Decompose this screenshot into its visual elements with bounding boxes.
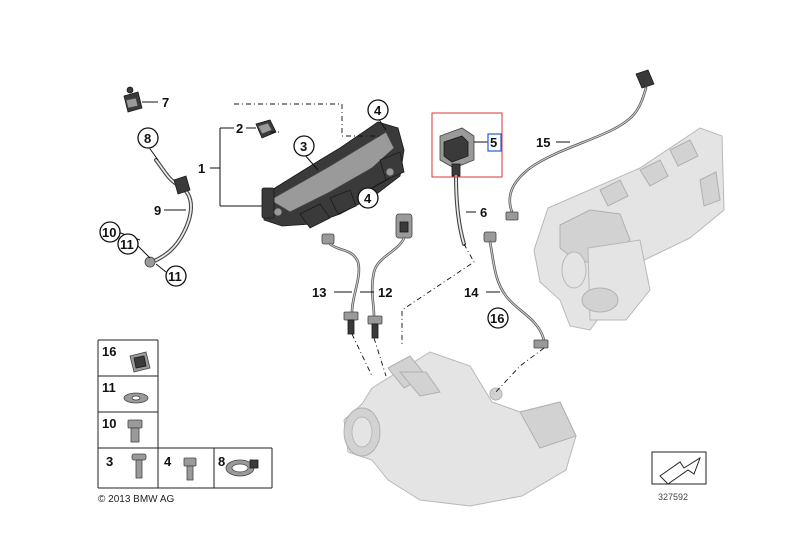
callout-4b[interactable]: 4 (364, 191, 372, 206)
exhaust-temp-sensor-15[interactable] (505, 69, 655, 221)
exhaust-temp-sensor-13[interactable] (321, 233, 361, 335)
legend-label-3: 3 (106, 454, 113, 469)
callout-13[interactable]: 13 (312, 285, 326, 300)
selected-callout-frame (487, 133, 502, 152)
legend-label-11: 11 (102, 380, 116, 395)
callout-3-badge (293, 135, 315, 157)
copyright-text: © 2013 BMW AG (98, 494, 175, 505)
pressure-sensor-part[interactable] (123, 86, 143, 113)
direction-arrow-icon (651, 451, 707, 485)
diagram-number: 327592 (658, 492, 688, 502)
callout-15[interactable]: 15 (536, 135, 550, 150)
highlight-frame (431, 112, 503, 178)
callout-7[interactable]: 7 (162, 95, 169, 110)
callout-5[interactable]: 5 (490, 135, 497, 150)
callout-8[interactable]: 8 (144, 131, 151, 146)
vacuum-hose-part[interactable] (144, 158, 193, 268)
callout-11a[interactable]: 11 (120, 237, 134, 252)
exhaust-temp-sensor-14[interactable] (483, 231, 549, 349)
callout-3[interactable]: 3 (300, 139, 307, 154)
legend-label-8: 8 (218, 454, 225, 469)
callout-11b[interactable]: 11 (168, 269, 182, 284)
callout-11a-badge (117, 233, 139, 255)
callout-14[interactable]: 14 (464, 285, 479, 300)
legend-banjo-bolt-icon (127, 419, 143, 429)
pressure-hose-part[interactable] (454, 174, 466, 246)
callout-4a[interactable]: 4 (374, 103, 382, 118)
exhaust-pressure-sensor[interactable] (439, 127, 475, 177)
oxygen-sensor-12[interactable] (367, 213, 413, 339)
clip-part[interactable] (255, 119, 277, 139)
callout-4a-badge (367, 99, 389, 121)
legend-screw-icon (131, 453, 147, 461)
callout-4b-badge (357, 187, 379, 209)
callout-1[interactable]: 1 (198, 161, 205, 176)
callout-11b-badge (165, 265, 187, 287)
assembly-dashed-lines (234, 103, 545, 395)
particulate-filter-ghost (343, 351, 577, 507)
callout-6[interactable]: 6 (480, 205, 487, 220)
callout-10-badge (99, 221, 121, 243)
legend-label-10: 10 (102, 416, 116, 431)
callout-16[interactable]: 16 (490, 311, 504, 326)
intake-manifold-ghost (533, 127, 725, 331)
callout-8-badge (137, 127, 159, 149)
callout-16-badge (487, 307, 509, 329)
legend-label-4: 4 (164, 454, 172, 469)
callout-2[interactable]: 2 (236, 121, 243, 136)
callout-10[interactable]: 10 (102, 225, 116, 240)
legend-label-16: 16 (102, 344, 116, 359)
bracket-assembly[interactable] (261, 121, 405, 229)
legend-bolt-icon (183, 457, 197, 467)
callout-9[interactable]: 9 (154, 203, 161, 218)
callout-12[interactable]: 12 (378, 285, 392, 300)
fastener-legend (97, 339, 273, 489)
